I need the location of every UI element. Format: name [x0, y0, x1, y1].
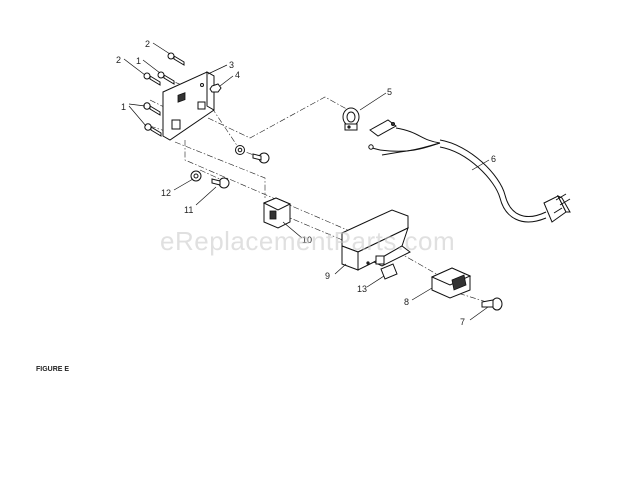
rocker-switch [430, 267, 472, 299]
washer-screw-mid [235, 145, 270, 164]
callout-6: 6 [491, 154, 496, 164]
callout-1-top: 1 [136, 56, 141, 66]
mounting-plate [162, 71, 215, 141]
callout-9: 9 [325, 271, 330, 281]
callout-8: 8 [404, 297, 409, 307]
screw-left-b [157, 71, 175, 85]
callout-11: 11 [184, 205, 193, 215]
power-cord [368, 119, 571, 223]
callout-4: 4 [235, 70, 240, 80]
figure-label: FIGURE E [36, 366, 69, 373]
strain-relief [342, 107, 360, 131]
callout-1-lower: 1 [121, 102, 126, 112]
callout-2-left: 2 [116, 55, 121, 65]
callout-12: 12 [161, 188, 171, 198]
assembly-guide-lines [149, 77, 491, 304]
screw-11 [211, 177, 230, 189]
switch-label [380, 263, 398, 280]
receptacle [262, 197, 292, 229]
screw-left-a [143, 72, 161, 86]
callout-3: 3 [229, 60, 234, 70]
watermark: eReplacementParts.com [160, 226, 455, 256]
callout-5: 5 [387, 87, 392, 97]
lockwasher-12 [190, 170, 202, 182]
screws [143, 52, 185, 137]
switch-box [341, 209, 411, 271]
leader-lines [123, 42, 490, 321]
callout-2-top: 2 [145, 39, 150, 49]
screw-lower-a [143, 102, 161, 116]
callout-10: 10 [302, 235, 312, 245]
screw-lower-b [144, 123, 162, 137]
switch-key [481, 297, 503, 311]
nut [209, 83, 222, 93]
screw-top [167, 52, 185, 66]
callout-labels: 2 2 1 3 4 1 5 6 12 11 10 9 13 8 7 [116, 39, 496, 327]
callout-13: 13 [357, 284, 367, 294]
callout-7: 7 [460, 317, 465, 327]
